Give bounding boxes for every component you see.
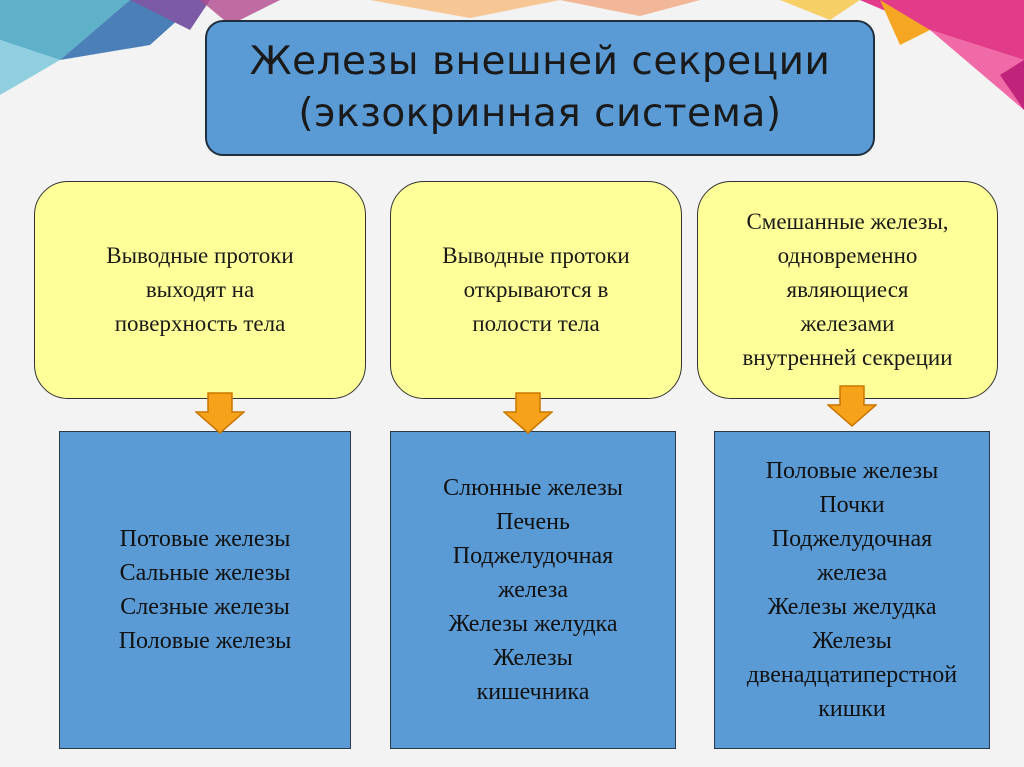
- description-line: являющиеся: [786, 277, 909, 302]
- description-line: железами: [800, 311, 895, 336]
- description-box-3: Смешанные железы, одновременно являющиес…: [697, 181, 998, 399]
- gland-item: Почки: [819, 492, 885, 518]
- down-arrow-icon: [827, 385, 877, 427]
- glands-box-1: Потовые железы Сальные железы Слезные же…: [59, 431, 351, 749]
- description-line: Выводные протоки: [106, 243, 294, 268]
- description-line: открываются в: [463, 277, 609, 302]
- down-arrow-icon: [503, 392, 553, 434]
- gland-item: Сальные железы: [119, 560, 291, 586]
- description-box-1: Выводные протоки выходят на поверхность …: [34, 181, 366, 399]
- gland-item: Железы желудка: [767, 594, 937, 620]
- gland-item: Печень: [496, 509, 570, 535]
- description-line: полости тела: [472, 311, 600, 336]
- glands-box-3: Половые железы Почки Поджелудочная желез…: [714, 431, 990, 749]
- title-box: Железы внешней секреции (экзокринная сис…: [205, 20, 875, 156]
- gland-item: Поджелудочная: [771, 526, 933, 552]
- gland-item: кишечника: [476, 679, 590, 705]
- gland-item: Слюнные железы: [443, 475, 623, 501]
- gland-item: двенадцатиперстной: [746, 662, 958, 688]
- gland-item: Железы желудка: [448, 611, 618, 637]
- gland-item: Половые железы: [118, 628, 292, 654]
- gland-item: Поджелудочная: [452, 543, 614, 569]
- description-line: выходят на: [145, 277, 255, 302]
- description-line: Смешанные железы,: [746, 209, 949, 234]
- down-arrow-icon: [195, 392, 245, 434]
- gland-item: Железы: [812, 628, 892, 654]
- gland-item: Слезные железы: [120, 594, 290, 620]
- gland-item: железа: [817, 560, 887, 586]
- title-line-2: (экзокринная система): [298, 91, 782, 136]
- gland-item: Половые железы: [765, 458, 939, 484]
- title-line-1: Железы внешней секреции: [249, 39, 831, 84]
- glands-box-2: Слюнные железы Печень Поджелудочная желе…: [390, 431, 676, 749]
- gland-item: кишки: [818, 696, 886, 722]
- description-box-2: Выводные протоки открываются в полости т…: [390, 181, 682, 399]
- description-line: Выводные протоки: [442, 243, 630, 268]
- gland-item: Железы: [493, 645, 573, 671]
- description-line: поверхность тела: [114, 311, 286, 336]
- description-line: внутренней секреции: [742, 345, 953, 370]
- gland-item: железа: [498, 577, 568, 603]
- gland-item: Потовые железы: [119, 526, 291, 552]
- description-line: одновременно: [777, 243, 918, 268]
